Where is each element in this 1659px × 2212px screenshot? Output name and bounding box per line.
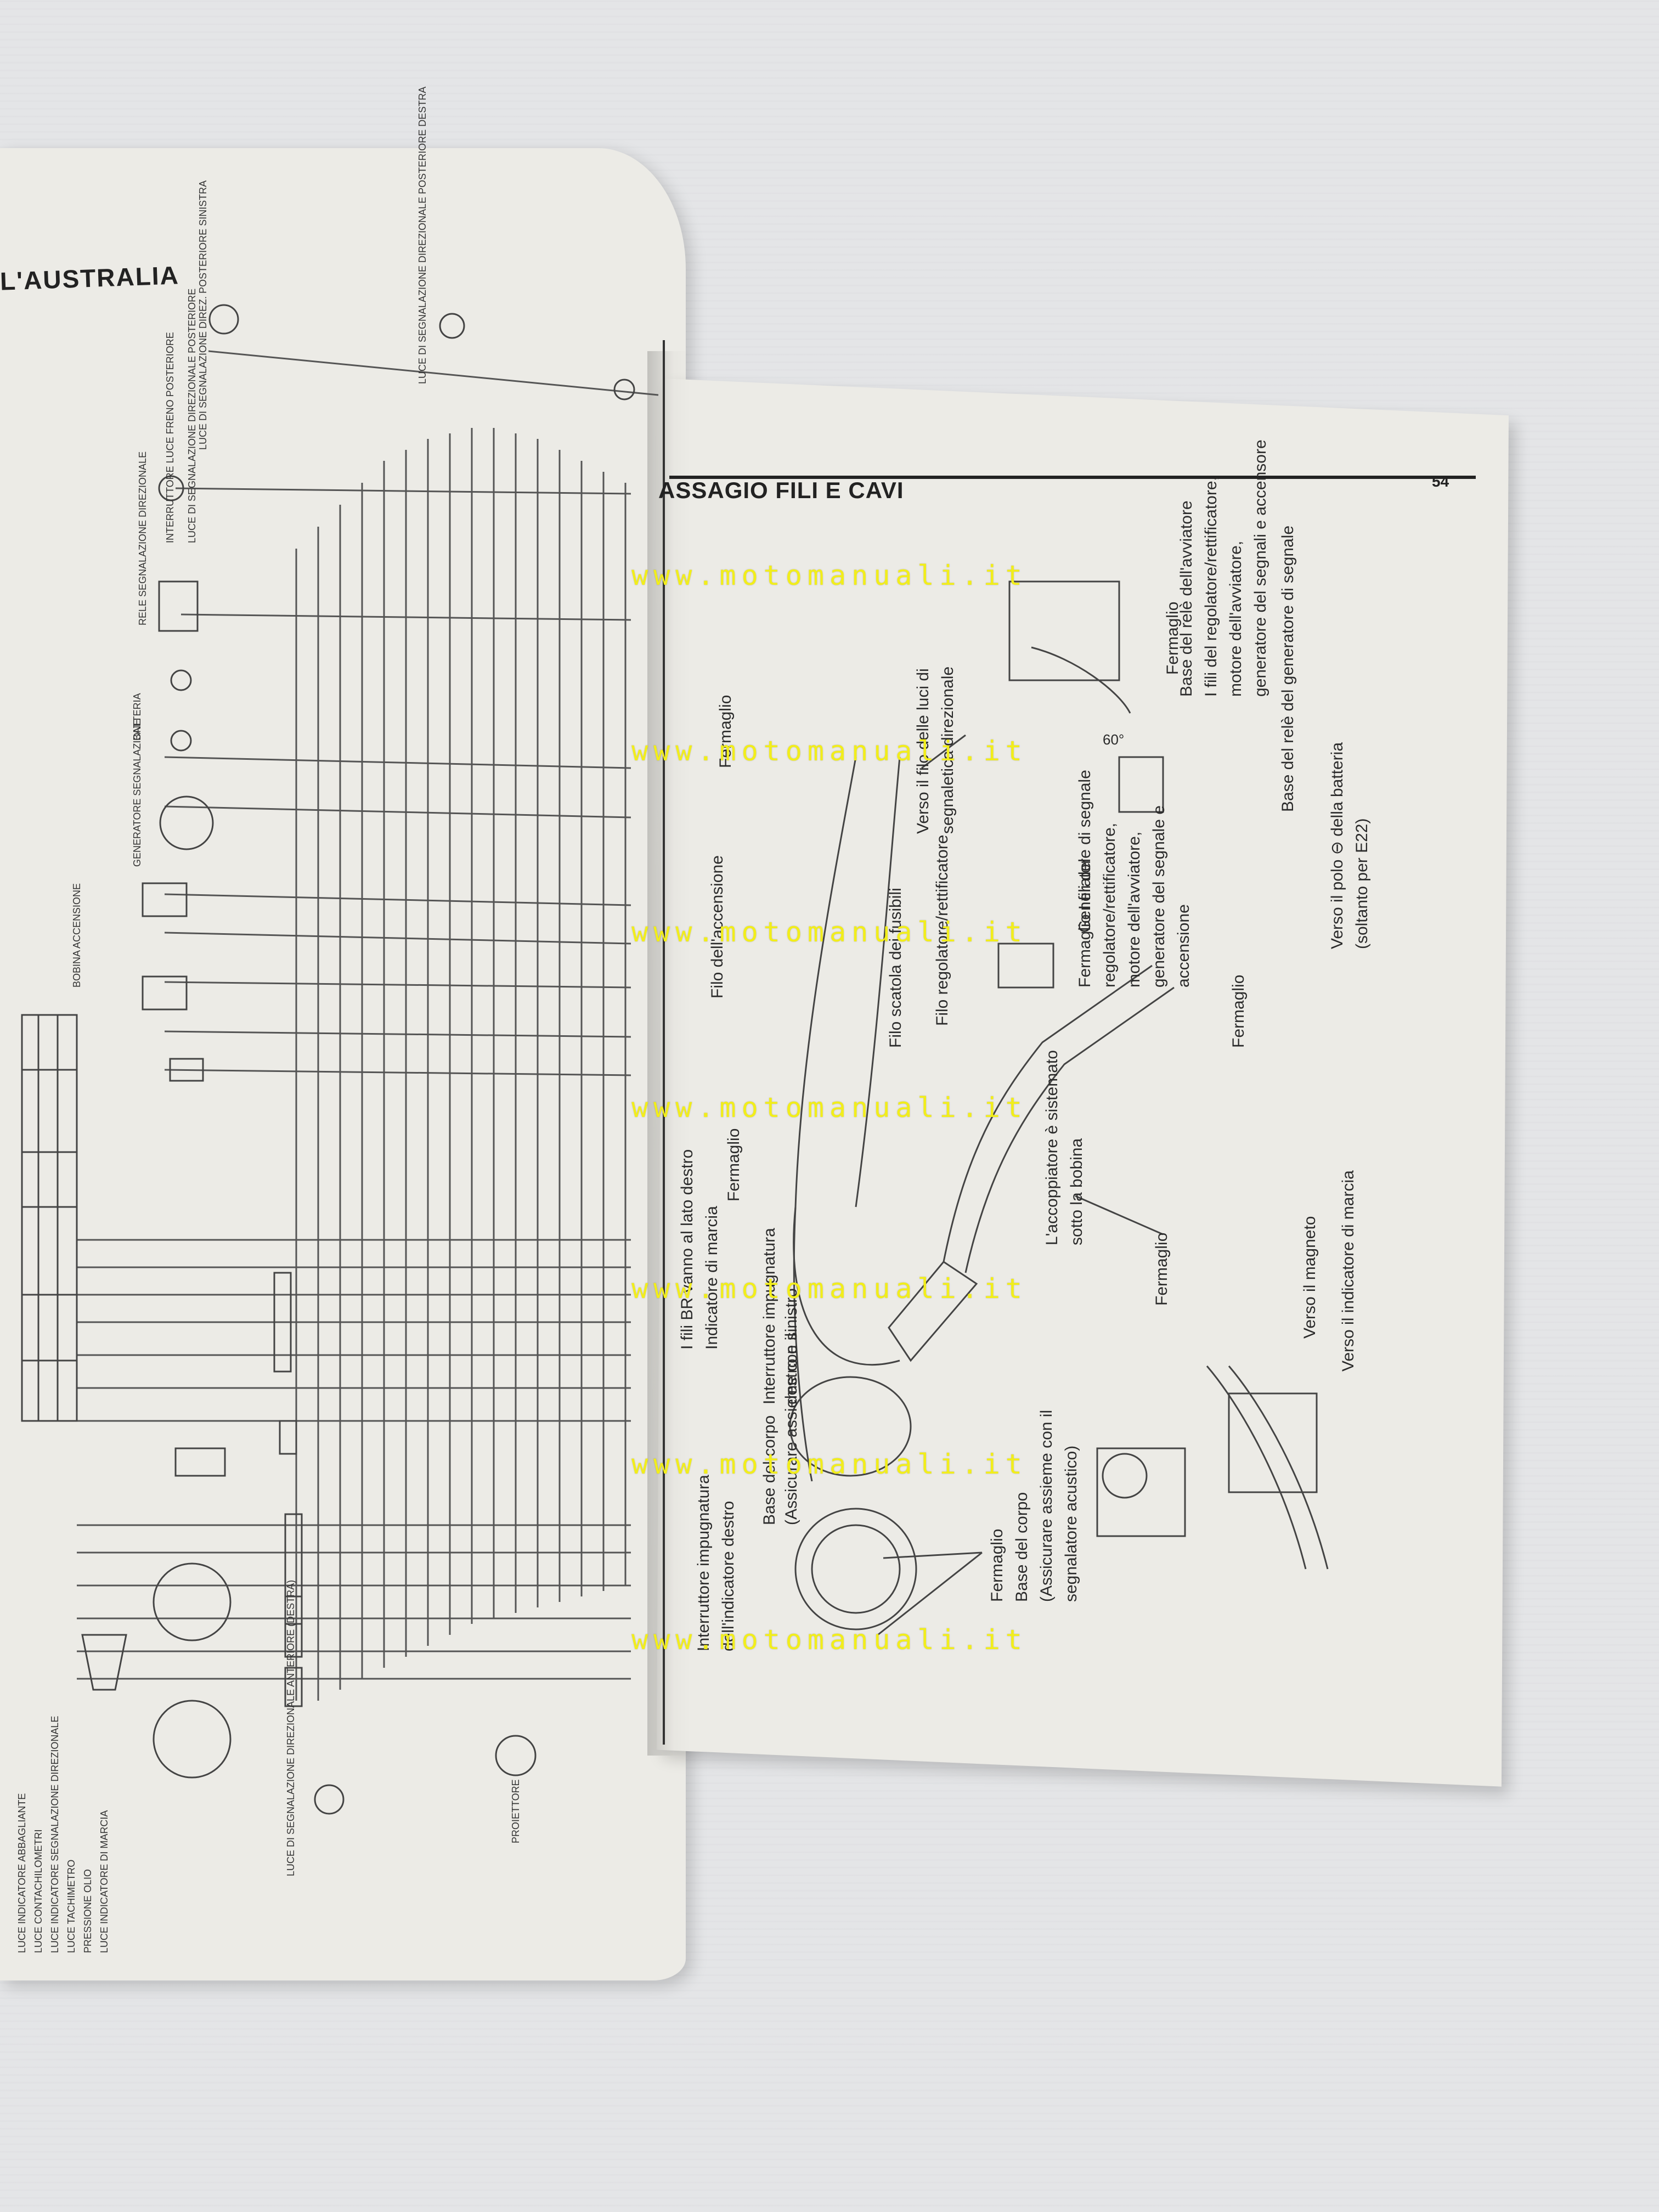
watermark: www.motomanuali.it — [631, 1448, 1028, 1480]
callout: regolatore/rettificatore, — [1101, 822, 1119, 988]
callout: Base del corpo — [1013, 1492, 1031, 1602]
component-label-projector: PROIETTORE — [510, 1779, 521, 1843]
watermark: www.motomanuali.it — [631, 560, 1028, 591]
legend-line: LUCE CONTACHILOMETRI — [33, 1829, 44, 1953]
left-page — [0, 148, 686, 1980]
watermark: www.motomanuali.it — [631, 1624, 1028, 1656]
callout: Interruttore impugnatura — [760, 1228, 778, 1404]
watermark: www.motomanuali.it — [631, 735, 1028, 767]
callout: L'accoppiatore è sistemato — [1043, 1050, 1061, 1245]
legend-line: PRESSIONE OLIO — [82, 1869, 93, 1953]
component-label-horn: INTERRUTTORE LUCE FRENO POSTERIORE — [165, 332, 176, 543]
callout: motore dell'avviatore, — [1125, 831, 1143, 988]
callout: Verso il indicatore di marcia — [1339, 1170, 1357, 1372]
right-section-title: ASSAGIO FILI E CAVI — [658, 477, 904, 503]
watermark: www.motomanuali.it — [631, 916, 1028, 948]
component-label-rear-light: LUCE DI SEGNALAZIONE DIREZIONALE POSTERI… — [187, 288, 198, 543]
watermark: www.motomanuali.it — [631, 1092, 1028, 1124]
callout: Fermaglio — [725, 1128, 743, 1201]
callout: I fili BR vanno al lato destro — [678, 1149, 696, 1350]
callout: Fermaglio — [988, 1528, 1006, 1602]
component-label-relay: RELE SEGNALAZIONE DIREZIONALE — [137, 451, 148, 625]
left-section-title: L'AUSTRALIA — [0, 261, 180, 296]
callout: Fermaglio — [1164, 601, 1182, 675]
callout: Filo scatola dei fusibili — [887, 888, 905, 1048]
callout: 60° — [1103, 731, 1125, 748]
component-label-front-brake: LUCE DI SEGNALAZIONE DIREZIONALE POSTERI… — [417, 86, 428, 384]
component-label-tail-light: LUCE DI SEGNALAZIONE DIREZ. POSTERIORE S… — [198, 180, 208, 450]
legend-line: LUCE INDICATORE DI MARCIA — [99, 1810, 110, 1953]
callout: sotto la bobina — [1068, 1138, 1086, 1245]
callout: Fermaglio — [1229, 974, 1248, 1048]
page-number: 54 — [1432, 473, 1449, 490]
watermark: www.motomanuali.it — [631, 1273, 1028, 1305]
callout: (Assicurare assieme con il — [782, 1333, 800, 1525]
callout: (Assicurare assieme con il — [1037, 1409, 1056, 1602]
callout: generatore del segnale e — [1150, 805, 1168, 988]
book-gutter — [647, 351, 691, 1756]
legend-line: LUCE TACHIMETRO — [66, 1859, 77, 1953]
legend-line: LUCE INDICATORE ABBAGLIANTE — [16, 1793, 27, 1953]
legend-line: LUCE INDICATORE SEGNALAZIONE DIREZIONALE — [49, 1716, 60, 1953]
